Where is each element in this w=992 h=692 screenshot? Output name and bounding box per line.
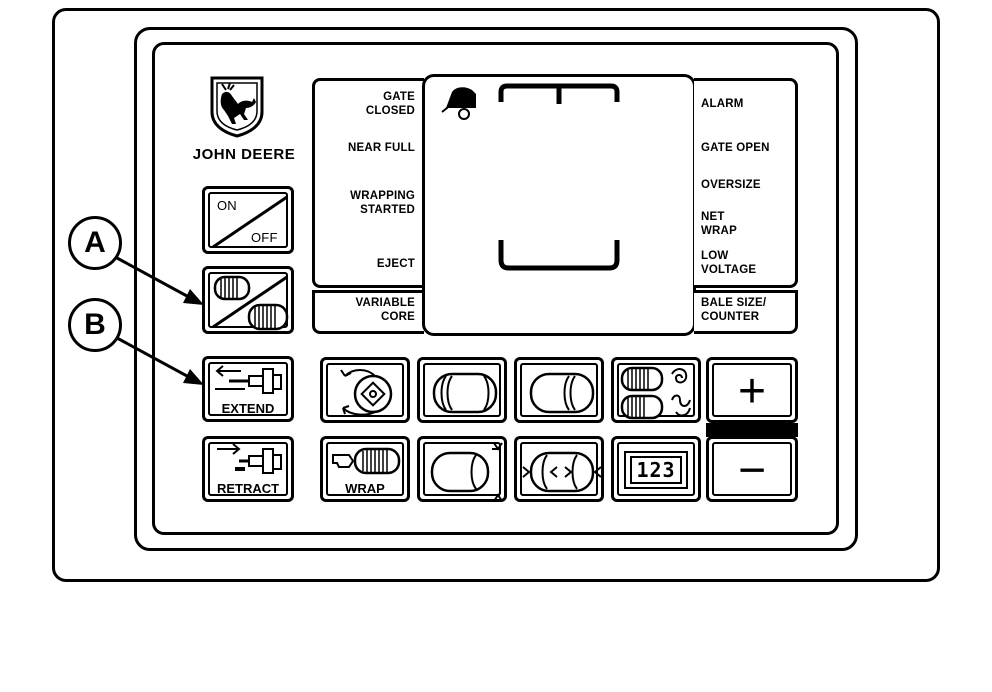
decrease-button[interactable]: − [706, 436, 798, 502]
wrap-button[interactable]: WRAP [320, 436, 410, 502]
left-indicator-panel [312, 78, 424, 288]
wrap-mode-icon [620, 366, 691, 420]
variable-core-button[interactable] [320, 357, 410, 423]
label-gate-closed: GATE CLOSED [365, 91, 415, 117]
bale-diameter-icon [430, 442, 503, 502]
left-variable-core-panel [312, 290, 424, 334]
extend-actuator-icon [215, 365, 282, 394]
off-label: OFF [251, 230, 278, 245]
counter-display-frame [624, 451, 688, 489]
on-label: ON [217, 198, 237, 213]
wrap-icon [332, 447, 401, 475]
label-alarm: ALARM [701, 98, 744, 110]
label-bale-size-counter: BALE SIZE/ COUNTER [701, 297, 767, 323]
retract-button[interactable]: RETRACT [202, 436, 294, 502]
label-oversize: OVERSIZE [701, 179, 761, 191]
bale-density-button[interactable] [514, 436, 604, 502]
label-eject: EJECT [376, 258, 415, 270]
label-wrapping-started: WRAPPING STARTED [350, 190, 415, 216]
right-indicator-panel [694, 78, 798, 288]
bale-shape-button[interactable] [514, 357, 604, 423]
label-net-wrap: NET WRAP [701, 211, 737, 237]
retract-label: RETRACT [216, 481, 280, 496]
label-near-full: NEAR FULL [348, 142, 415, 154]
baler-icon [441, 87, 476, 120]
right-bale-size-panel [694, 290, 798, 334]
extend-button[interactable]: EXTEND [202, 356, 294, 422]
wrap-label: WRAP [345, 481, 385, 496]
increase-button[interactable]: + [706, 357, 798, 423]
on-off-divider [212, 195, 288, 249]
plus-minus-separator [706, 423, 798, 437]
near-full-button[interactable] [417, 357, 507, 423]
plus-label: + [737, 365, 767, 418]
bale-diameter-button[interactable] [417, 436, 507, 502]
label-variable-core: VARIABLE CORE [355, 297, 415, 323]
bale-chamber-outline [498, 83, 620, 271]
bale-select-button[interactable] [202, 266, 294, 334]
bale-full-icon [432, 372, 498, 414]
net-wrap-mode-button[interactable] [611, 357, 701, 423]
brand-name: JOHN DEERE [192, 146, 296, 163]
minus-label: − [737, 444, 767, 497]
extend-label: EXTEND [221, 401, 275, 416]
bale-select-icon [212, 275, 289, 331]
callout-b: B [68, 298, 122, 352]
bale-shape-icon [529, 372, 595, 414]
retract-actuator-icon [217, 443, 282, 474]
callout-a: A [68, 216, 122, 270]
john-deere-logo [208, 74, 266, 138]
bale-density-icon [522, 451, 602, 493]
counter-digits: 123 [630, 456, 682, 484]
on-off-button[interactable]: ON OFF [202, 186, 294, 254]
label-low-voltage: LOW VOLTAGE [701, 250, 757, 276]
counter-button[interactable]: 123 [611, 436, 701, 502]
label-gate-open: GATE OPEN [701, 142, 770, 154]
variable-core-icon [340, 369, 393, 416]
